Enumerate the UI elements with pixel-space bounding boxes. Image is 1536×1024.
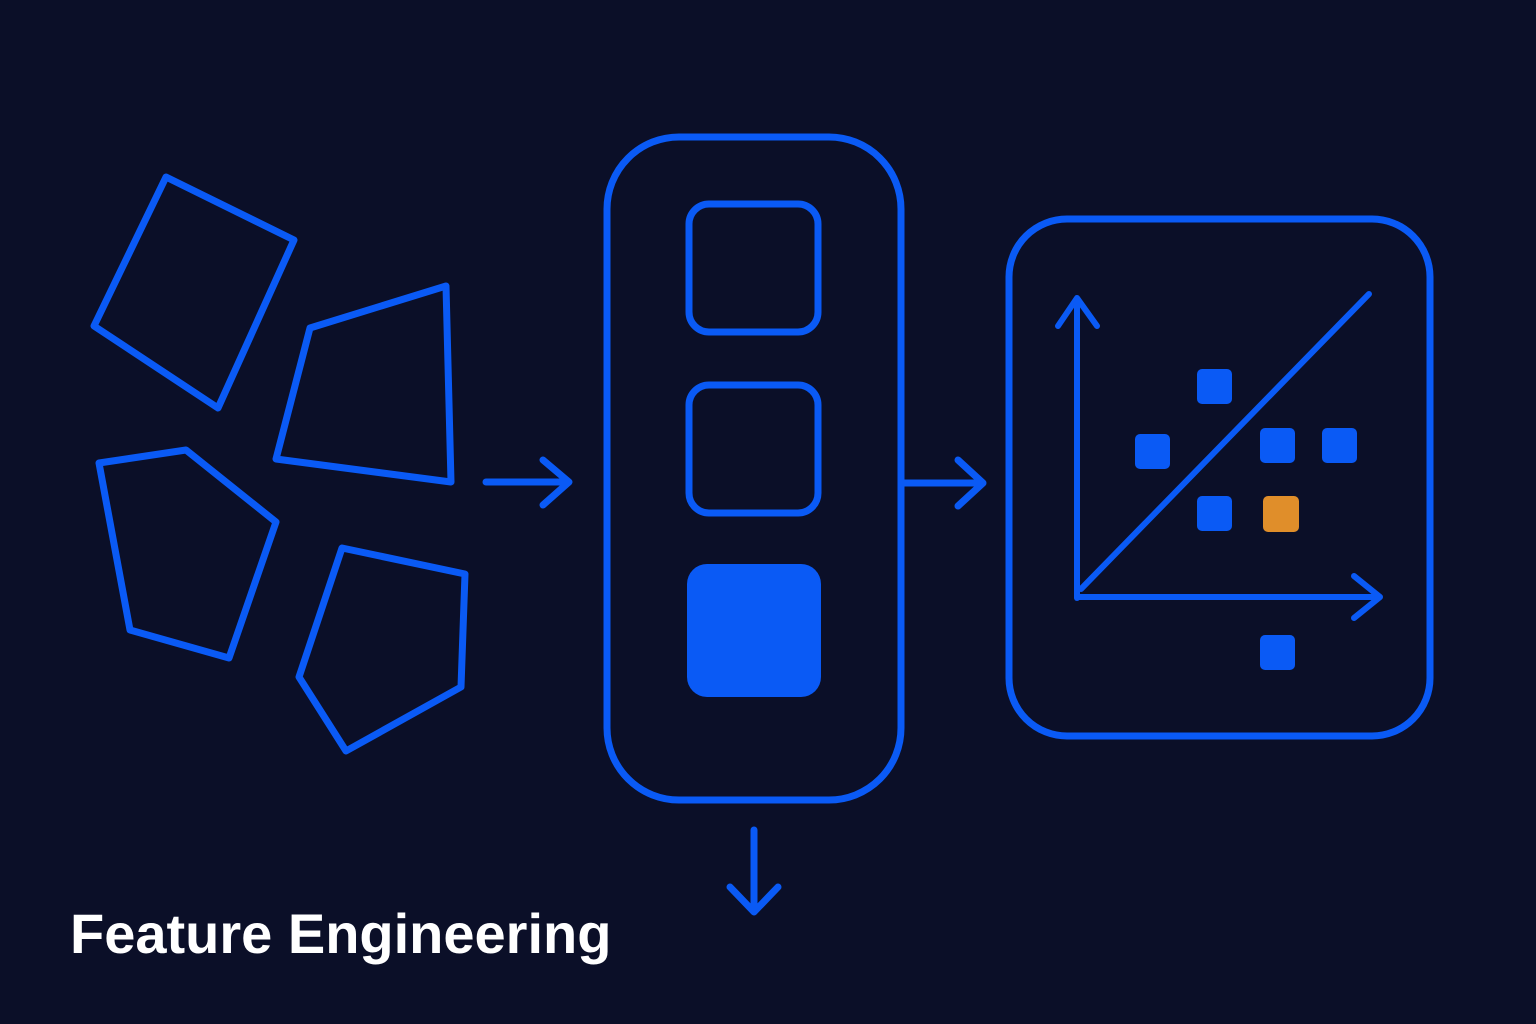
feature-space-container bbox=[1005, 215, 1434, 740]
data-point bbox=[1260, 428, 1295, 463]
decision-boundary-line bbox=[1078, 291, 1372, 592]
data-points bbox=[1135, 369, 1357, 670]
raw-polygon-1 bbox=[90, 173, 298, 412]
feature-space-group bbox=[1005, 215, 1434, 740]
feature-slot-1 bbox=[685, 200, 822, 336]
data-point-highlighted bbox=[1263, 496, 1299, 532]
data-point bbox=[1260, 635, 1295, 670]
feature-stack-group bbox=[603, 133, 905, 804]
data-point bbox=[1322, 428, 1357, 463]
data-point bbox=[1135, 434, 1170, 469]
arrow-down-icon bbox=[726, 826, 782, 916]
data-point bbox=[1197, 369, 1232, 404]
raw-data-group bbox=[90, 173, 469, 755]
feature-stack-container bbox=[603, 133, 905, 804]
raw-polygon-4 bbox=[295, 544, 469, 755]
y-axis-arrow-icon bbox=[1055, 295, 1100, 601]
raw-polygon-3 bbox=[95, 446, 280, 662]
arrow-right-icon bbox=[482, 456, 573, 509]
diagram-title: Feature Engineering bbox=[70, 902, 612, 965]
raw-polygon-2 bbox=[272, 282, 455, 486]
data-point bbox=[1197, 496, 1232, 531]
x-axis-arrow-icon bbox=[1074, 573, 1383, 621]
arrow-right-icon bbox=[899, 456, 987, 510]
feature-slot-selected bbox=[687, 564, 821, 697]
feature-slot-2 bbox=[685, 381, 822, 517]
